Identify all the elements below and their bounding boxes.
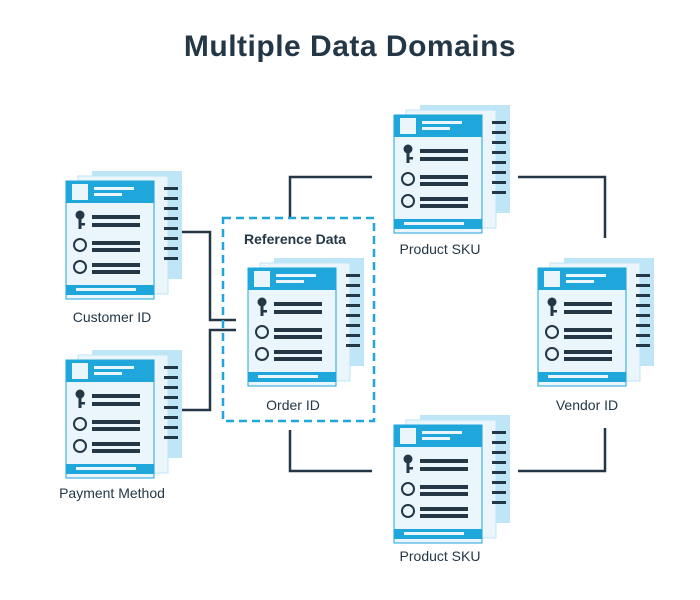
connector-sku-top-vendor [518,175,607,238]
node-label-customer: Customer ID [72,309,152,325]
connector-sku-bottom-vendor [518,428,607,473]
reference-data-label: Reference Data [244,231,346,247]
node-label-vendor: Vendor ID [555,397,619,413]
doc-icon-payment [65,349,183,479]
doc-icon-customer [65,170,183,300]
doc-icon-sku-bottom [393,414,511,544]
doc-icon-order [247,257,365,387]
reference-data-box [221,216,376,423]
connector-order-sku-bottom [288,430,372,473]
node-label-sku-bottom: Product SKU [399,548,481,564]
doc-icon-vendor [537,257,655,387]
connector-order-sku-top [288,175,372,218]
connectors [182,175,607,473]
diagram-title: Multiple Data Domains [183,30,517,63]
node-label-payment: Payment Method [59,485,165,501]
doc-icon-sku-top [393,104,511,234]
connector-payment-order [182,328,236,412]
node-label-sku-top: Product SKU [399,241,481,257]
node-label-order: Order ID [266,397,320,413]
